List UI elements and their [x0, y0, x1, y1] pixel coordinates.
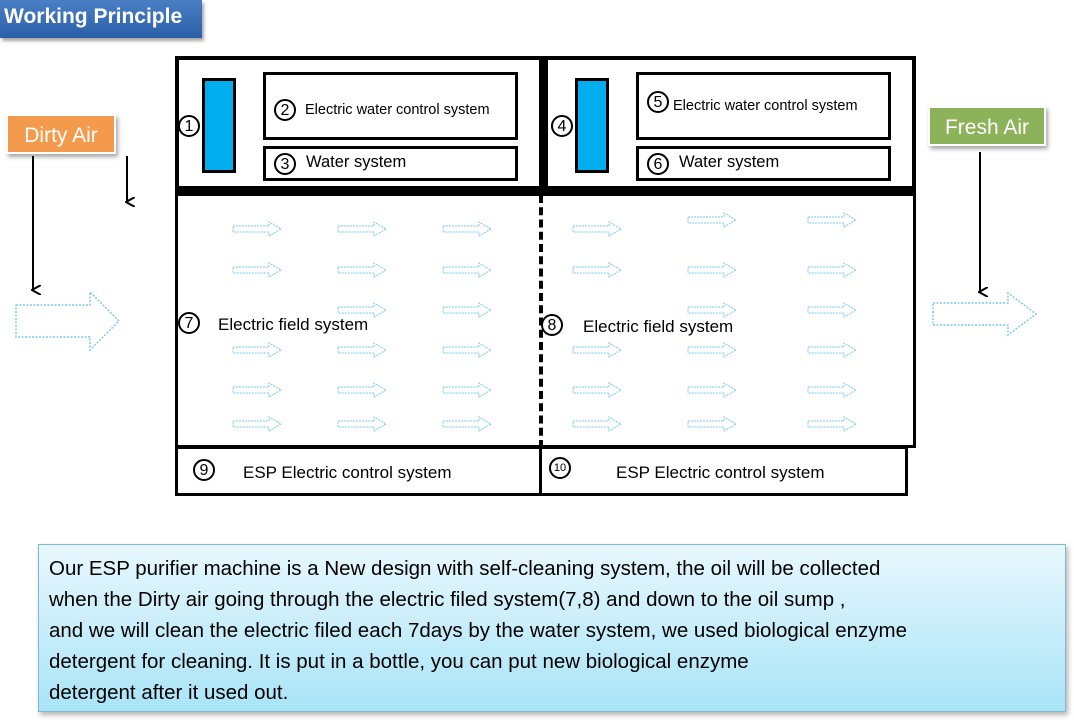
airflow-arrow [442, 262, 492, 278]
number-5: 5 [647, 91, 669, 113]
top-bottom-bar [175, 186, 916, 195]
number-2: 2 [274, 99, 296, 121]
airflow-arrow [572, 221, 622, 237]
number-7: 7 [178, 312, 200, 334]
airflow-arrow [442, 221, 492, 237]
airflow-arrow [572, 262, 622, 278]
airflow-arrow [232, 342, 282, 358]
electric-field-label-right: Electric field system [583, 317, 734, 336]
top-divider [539, 56, 548, 196]
water-tank-left [202, 78, 236, 173]
outlet-flow-arrow [932, 291, 1038, 337]
airflow-arrow [232, 262, 282, 278]
airflow-arrow [807, 212, 857, 228]
airflow-arrow [442, 382, 492, 398]
airflow-arrow [807, 342, 857, 358]
description-line-1: Our ESP purifier machine is a New design… [49, 557, 881, 580]
page-title: Working Principle [0, 0, 202, 38]
description-line-5: detergent after it used out. [49, 681, 289, 704]
dirty-air-label: Dirty Air [6, 114, 116, 154]
airflow-arrow [232, 382, 282, 398]
description-line-3: and we will clean the electric filed eac… [49, 619, 908, 642]
esp-control-label-right: ESP Electric control system [616, 463, 825, 482]
electric-field-label-left: Electric field system [218, 315, 369, 334]
electric-water-control-label-right: Electric water control system [673, 98, 858, 114]
airflow-arrow [687, 382, 737, 398]
airflow-arrow [442, 342, 492, 358]
description-box: Our ESP purifier machine is a New design… [38, 544, 1066, 712]
airflow-arrow [572, 416, 622, 432]
water-system-label-left: Water system [306, 153, 407, 171]
airflow-arrow [687, 262, 737, 278]
airflow-arrow [337, 221, 387, 237]
airflow-arrow [687, 416, 737, 432]
electric-water-control-box-left [263, 72, 518, 140]
number-3: 3 [274, 153, 296, 175]
airflow-arrow [232, 221, 282, 237]
number-1: 1 [178, 115, 200, 137]
electric-water-control-box-right [636, 72, 891, 140]
airflow-arrow [442, 302, 492, 318]
esp-control-label-left: ESP Electric control system [243, 463, 452, 482]
airflow-arrow [572, 342, 622, 358]
airflow-arrow [337, 302, 387, 318]
description-line-2: when the Dirty air going through the ele… [49, 588, 846, 611]
airflow-arrow [232, 416, 282, 432]
description-line-4: detergent for cleaning. It is put in a b… [49, 650, 749, 673]
airflow-arrow [337, 262, 387, 278]
airflow-arrow [807, 262, 857, 278]
electric-water-control-label-left: Electric water control system [305, 102, 490, 118]
number-9: 9 [193, 459, 215, 481]
airflow-arrow [337, 382, 387, 398]
control-divider [539, 446, 542, 496]
airflow-arrow [442, 416, 492, 432]
fresh-air-label: Fresh Air [928, 106, 1046, 146]
number-8: 8 [541, 314, 563, 336]
airflow-arrow [687, 302, 737, 318]
number-4: 4 [551, 115, 573, 137]
airflow-arrow [337, 416, 387, 432]
airflow-arrow [572, 382, 622, 398]
airflow-arrow [687, 212, 737, 228]
airflow-arrow [807, 302, 857, 318]
inlet-flow-arrow [15, 290, 121, 352]
airflow-arrow [807, 416, 857, 432]
water-system-label-right: Water system [679, 153, 780, 171]
water-system-box-right [636, 146, 891, 181]
airflow-arrow [807, 382, 857, 398]
water-system-box-left [263, 146, 518, 181]
water-tank-right [575, 78, 609, 173]
number-6: 6 [647, 153, 669, 175]
airflow-arrow [337, 342, 387, 358]
airflow-arrow [687, 342, 737, 358]
number-10: 10 [549, 457, 571, 479]
